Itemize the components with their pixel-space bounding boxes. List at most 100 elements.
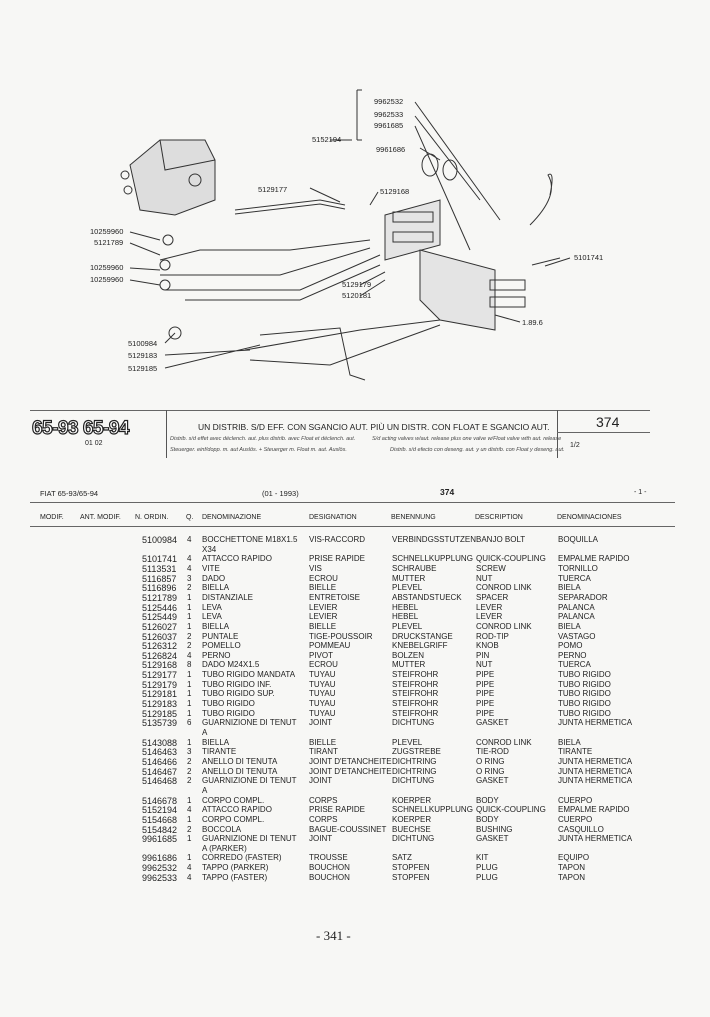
description-de: BOLZEN — [392, 650, 425, 660]
description-fr: CORPS — [309, 795, 338, 805]
description-en: PIPE — [476, 689, 495, 699]
quantity: 4 — [187, 554, 192, 564]
description-de: BUECHSE — [392, 824, 431, 834]
description-fr: JOINT — [309, 718, 333, 728]
description-es: JUNTA HERMETICA — [558, 718, 633, 728]
description-it: A — [202, 728, 208, 737]
description-it: A (PARKER) — [202, 843, 247, 853]
description-de: HEBEL — [392, 612, 419, 622]
sheet-number: 1/2 — [570, 442, 580, 449]
description-es: JUNTA HERMETICA — [558, 776, 633, 786]
description-fr: PRISE RAPIDE — [309, 805, 366, 815]
description-fr: TIGE-POUSSOIR — [309, 631, 373, 641]
description-de: DICHTRING — [392, 756, 437, 766]
description-de: STEIFROHR — [392, 708, 439, 718]
description-de: ABSTANDSTUECK — [392, 592, 462, 602]
part-number: 5126037 — [142, 631, 178, 642]
description-fr: LEVIER — [309, 602, 338, 612]
description-en: CONROD LINK — [476, 737, 532, 747]
description-it: TUBO RIGIDO — [202, 708, 255, 718]
description-fr: ECROU — [309, 573, 338, 583]
subtitle-fr: Distrib. s/d effet avec déclench. aut. p… — [170, 436, 356, 442]
diagram-label: 5152194 — [312, 135, 341, 144]
quantity: 1 — [187, 814, 192, 824]
quantity: 2 — [187, 641, 192, 651]
part-number: 9961685 — [142, 834, 178, 845]
part-number: 5126027 — [142, 621, 178, 632]
col-header: DESIGNATION — [309, 514, 357, 521]
quantity: 4 — [187, 563, 192, 573]
description-fr: TUYAU — [309, 689, 336, 699]
description-de: PLEVEL — [392, 583, 423, 593]
description-es: JUNTA HERMETICA — [558, 766, 633, 776]
quantity: 6 — [187, 718, 192, 728]
description-de: STEIFROHR — [392, 689, 439, 699]
description-de: STOPFEN — [392, 872, 430, 882]
diagram-label: 5101741 — [574, 253, 603, 262]
part-number: 5129181 — [142, 689, 178, 700]
part-number: 5143088 — [142, 737, 178, 748]
description-de: PLEVEL — [392, 737, 423, 747]
diagram-label: 5120181 — [342, 291, 371, 300]
description-de: KOERPER — [392, 814, 432, 824]
description-it: POMELLO — [202, 641, 241, 651]
quantity: 2 — [187, 824, 192, 834]
table-title-band: 65-93 65-94 01 02 UN DISTRIB. S/D EFF. C… — [30, 410, 650, 460]
description-it: PERNO — [202, 650, 231, 660]
quantity: 3 — [187, 573, 192, 583]
part-number: 9962532 — [142, 863, 178, 874]
quantity: 4 — [187, 805, 192, 815]
quantity: 1 — [187, 679, 192, 689]
description-es: SEPARADOR — [558, 592, 608, 602]
description-fr: BIELLE — [309, 621, 337, 631]
description-en: GASKET — [476, 718, 509, 728]
description-fr: TROUSSE — [309, 853, 348, 863]
description-en: PIPE — [476, 708, 495, 718]
description-en: GASKET — [476, 776, 509, 786]
description-fr: VIS — [309, 563, 322, 573]
description-it: ATTACCO RAPIDO — [202, 554, 272, 564]
description-es: VASTAGO — [558, 631, 596, 641]
quantity: 1 — [187, 602, 192, 612]
diagram-label: 5129177 — [258, 185, 287, 194]
description-de: STOPFEN — [392, 863, 430, 873]
part-number: 9962533 — [142, 872, 178, 883]
description-es: PALANCA — [558, 602, 595, 612]
part-number: 5129179 — [142, 679, 178, 690]
description-de: VERBINDGSSTUTZEN — [392, 535, 477, 544]
description-de: SATZ — [392, 853, 412, 863]
description-de: HEBEL — [392, 602, 419, 612]
part-number: 5146678 — [142, 795, 178, 806]
quantity: 1 — [187, 670, 192, 680]
description-fr: JOINT D'ETANCHEITE — [309, 756, 392, 766]
subtitle-de: Steuerger. einf/dopp. m. aut Auslös. + S… — [170, 447, 347, 453]
quantity: 1 — [187, 699, 192, 709]
part-number: 5101741 — [142, 554, 178, 565]
description-it: BIELLA — [202, 621, 230, 631]
diagram-label: 5121789 — [94, 238, 123, 247]
part-number: 9961686 — [142, 853, 178, 864]
description-en: PIPE — [476, 679, 495, 689]
description-de: STEIFROHR — [392, 670, 439, 680]
description-it: A — [202, 785, 208, 795]
description-en: BODY — [476, 814, 499, 824]
description-es: TUBO RIGIDO — [558, 689, 611, 699]
description-it: LEVA — [202, 602, 222, 612]
description-fr: JOINT — [309, 776, 333, 786]
part-number: 5100984 — [142, 535, 178, 545]
description-it: DADO M24X1.5 — [202, 660, 260, 670]
description-de: SCHRAUBE — [392, 563, 437, 573]
description-it: BOCCHETTONE M18X1.5 — [202, 535, 298, 544]
description-en: SPACER — [476, 592, 509, 602]
description-it: BIELLA — [202, 737, 230, 747]
description-es: BIELA — [558, 621, 581, 631]
description-fr: ECROU — [309, 660, 338, 670]
description-fr: ENTRETOISE — [309, 592, 360, 602]
divider — [30, 410, 650, 411]
col-header: N. ORDIN. — [135, 514, 169, 521]
valve-body-icon — [129, 139, 216, 216]
description-fr: VIS-RACCORD — [309, 535, 366, 544]
description-de: SCHNELLKUPPLUNG — [392, 805, 473, 815]
description-fr: PIVOT — [309, 650, 334, 660]
description-en: NUT — [476, 573, 493, 583]
